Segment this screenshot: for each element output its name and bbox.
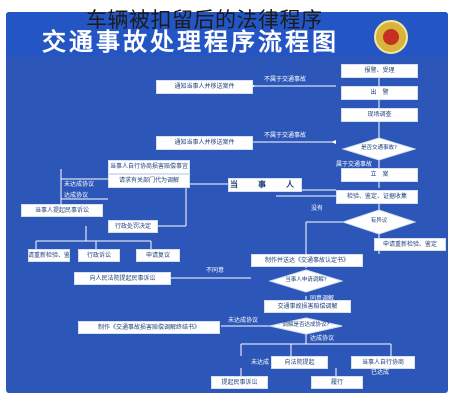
agree-label: 达成协议 [64,192,89,199]
admin-litigation-box: 行政诉讼 [78,249,120,262]
fulfil-box: 履行 [311,376,363,389]
dispatch-box: 出 警 [341,86,418,100]
is-accident-decision: 是否交通事故? [361,145,397,151]
flowchart-photo: 交通事故处理程序流程图 [6,12,448,393]
page-title: 车辆被扣留后的法律程序 [86,8,323,32]
filing-box: 立 案 [341,168,418,182]
banner: 交通事故处理程序流程图 [6,12,448,56]
failed-label: 未达成 [251,359,270,366]
apply-reexam-box: 申请重新检验、鉴定 [28,249,70,262]
agree-mediation-label: 同意调解 [310,295,335,302]
has-objection-decision: 有异议 [370,218,388,224]
deliver-end-box: 制作《交通事故损害赔偿调解终结书》 [78,321,220,334]
notify-party-box: 当事人提起民事诉讼 [21,204,103,217]
sue-box: 提起民事诉讼 [211,376,268,389]
police-emblem-icon [374,20,408,54]
not-accident-label-2: 不属于交通事故 [264,132,307,139]
scene-box: 现场调查 [341,108,418,122]
report-box: 报警、受理 [341,64,418,78]
reached-label: 达成协议 [310,335,335,342]
connector-lines [35,76,417,376]
reexam-box-right: 申请重新检验、鉴定 [374,238,446,251]
appraisal-box: 检验、鉴定、证据收集 [336,190,418,204]
make-cert-box: 制作并送达《交通事故认定书》 [251,254,363,267]
notify-box-1: 通知当事人并移送案件 [156,80,253,94]
self-agree-box: 当事人自行协商 [351,356,415,369]
not-agree-court-box: 向人民法院提起民事诉讼 [74,272,171,285]
review-detain-box: 行政处罚决定 [108,220,158,233]
done-label: 已达成 [371,369,390,376]
court-case-box: 向法院提起 [271,356,328,369]
banner-title: 交通事故处理程序流程图 [42,28,339,56]
is-accident-yes-label: 属于交通事故 [336,161,373,168]
not-accident-label: 不属于交通事故 [264,76,307,83]
apply-review-box: 申请复议 [136,249,180,262]
party-box: 当 事 人 [228,178,302,192]
not-reached-label: 未达成协议 [228,317,259,324]
no-objection-label: 没有 [311,205,324,212]
self-negotiation-box: 当事人自行协商损害赔偿事宜 [108,160,190,174]
disagree-label: 不同意 [206,267,225,274]
apply-delay-box: 请求有关部门代为调解 [108,174,190,188]
mediation-fail-decision: 调解是否达成协议? [282,322,330,328]
mediation-detail-box: 交通事故损害赔偿调解 [264,300,351,313]
unfinished-label: 未达成协议 [64,181,95,188]
notify-box-2: 通知当事人并移送案件 [156,136,253,150]
apply-mediation-decision: 当事人申请调解? [285,277,327,283]
